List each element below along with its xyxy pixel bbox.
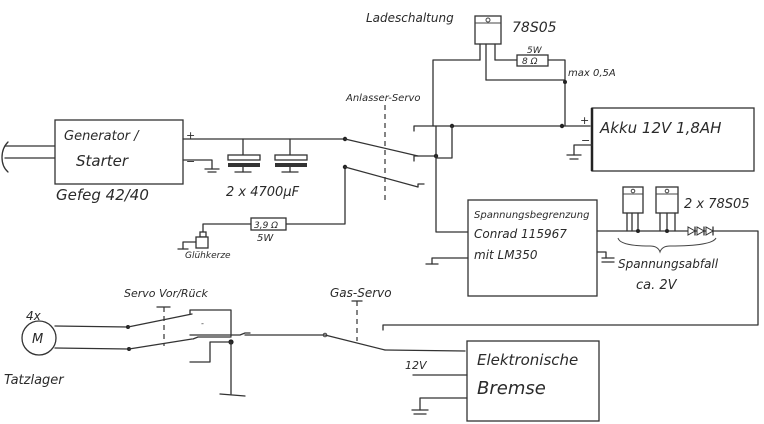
brake-label-2: Bremse (477, 378, 546, 399)
regulator-right-1-icon (622, 186, 644, 233)
charging-circuit-label: Ladeschaltung (366, 11, 454, 25)
resistor-glow-value: 3,9 Ω (254, 221, 278, 231)
shaft-curve (1, 141, 9, 173)
diode-chain-icon (687, 226, 715, 236)
motor-wire-2 (54, 347, 129, 350)
starter-label: Starter (76, 152, 129, 170)
motor-symbol: M (32, 332, 43, 347)
generator-minus-wire (182, 159, 213, 170)
regulators-right-label: 2 x 78S05 (684, 197, 750, 212)
battery-minus-wire (573, 144, 593, 156)
resistor-charge-value: 8 Ω (522, 57, 538, 67)
generator-box (54, 119, 184, 185)
capacitor-2 (274, 138, 308, 173)
battery-plus-label: + (580, 114, 589, 127)
reverse-cross-wire (189, 309, 232, 337)
glow-plug-icon (177, 231, 209, 250)
motor-name-label: Tatzlager (4, 373, 65, 388)
charge-input-wire (432, 59, 481, 127)
glow-plug-label: Glühkerze (185, 251, 231, 261)
resistor-glow: 3,9 Ω 5W (250, 217, 287, 244)
contact (413, 155, 435, 162)
mark: - (201, 319, 204, 328)
battery-block: Akku 12V 1,8AH + − (580, 107, 755, 172)
direction-contact (189, 332, 251, 336)
starter-switch-blade-1 (344, 138, 419, 157)
brake-label-1: Elektronische (477, 351, 578, 369)
brake-supply-label: 12V (405, 359, 428, 372)
generator-minus-label: − (186, 155, 195, 168)
regulator-right-2-icon (655, 186, 679, 233)
charge-output-wire (547, 59, 566, 127)
battery-label: Akku 12V 1,8AH (599, 119, 721, 137)
ground-symbol (204, 168, 220, 173)
voltage-limiter-block: Spannungsbegrenzung Conrad 115967 mit LM… (467, 199, 598, 297)
brake-ground-wire (419, 397, 468, 411)
motor-count-label: 4x (26, 309, 42, 323)
regulator-top-icon (474, 15, 502, 81)
brace (617, 237, 717, 254)
direction-blade-1 (127, 313, 193, 328)
limiter-input-wire (435, 125, 471, 233)
gas-servo-label: Gas-Servo (330, 286, 392, 300)
limiter-label-1: Spannungsbegrenzung (474, 210, 589, 221)
direction-contact-2 (192, 336, 232, 340)
motor-icon: M (21, 320, 57, 356)
motor-wire-1 (54, 325, 129, 328)
contact (417, 183, 425, 188)
limiter-label-2: Conrad 115967 (474, 227, 567, 241)
max-current-label: max 0,5A (568, 68, 616, 79)
voltage-drop-value: ca. 2V (636, 278, 678, 293)
gas-switch-blade (324, 334, 386, 351)
battery-minus-label: − (581, 134, 590, 147)
glow-wire-left (202, 223, 252, 233)
regulator-top-label: 78S05 (512, 20, 557, 36)
capacitor-label: 2 x 4700µF (226, 185, 300, 200)
direction-blade-2 (128, 338, 193, 350)
resistor-glow-power: 5W (257, 233, 274, 244)
generator-label: Generator / (64, 129, 140, 144)
servo-direction-label: Servo Vor/Rück (124, 287, 209, 300)
bus-jumper (435, 125, 453, 159)
brake-block: Elektronische Bremse (466, 340, 600, 422)
starter-servo-label: Anlasser-Servo (345, 93, 420, 104)
capacitor-1 (227, 138, 261, 173)
limiter-label-3: mit LM350 (474, 248, 538, 262)
resistor-charge: 8 Ω 5W (516, 46, 549, 67)
cross-wire (189, 341, 232, 363)
brake-control-wire (384, 349, 466, 352)
generator-model-label: Gefeg 42/40 (56, 186, 149, 204)
limiter-ground-wire (431, 257, 469, 265)
resistor-charge-power: 5W (527, 46, 543, 56)
generator-block: Generator / Starter Gefeg 42/40 + − (1, 119, 195, 204)
glow-wire (285, 166, 346, 225)
contact (413, 125, 435, 132)
voltage-drop-label: Spannungsabfall (618, 257, 719, 271)
generator-plus-label: + (186, 129, 195, 142)
starter-switch-blade-2 (344, 166, 419, 188)
limiter-ground-wire-2 (596, 251, 607, 259)
